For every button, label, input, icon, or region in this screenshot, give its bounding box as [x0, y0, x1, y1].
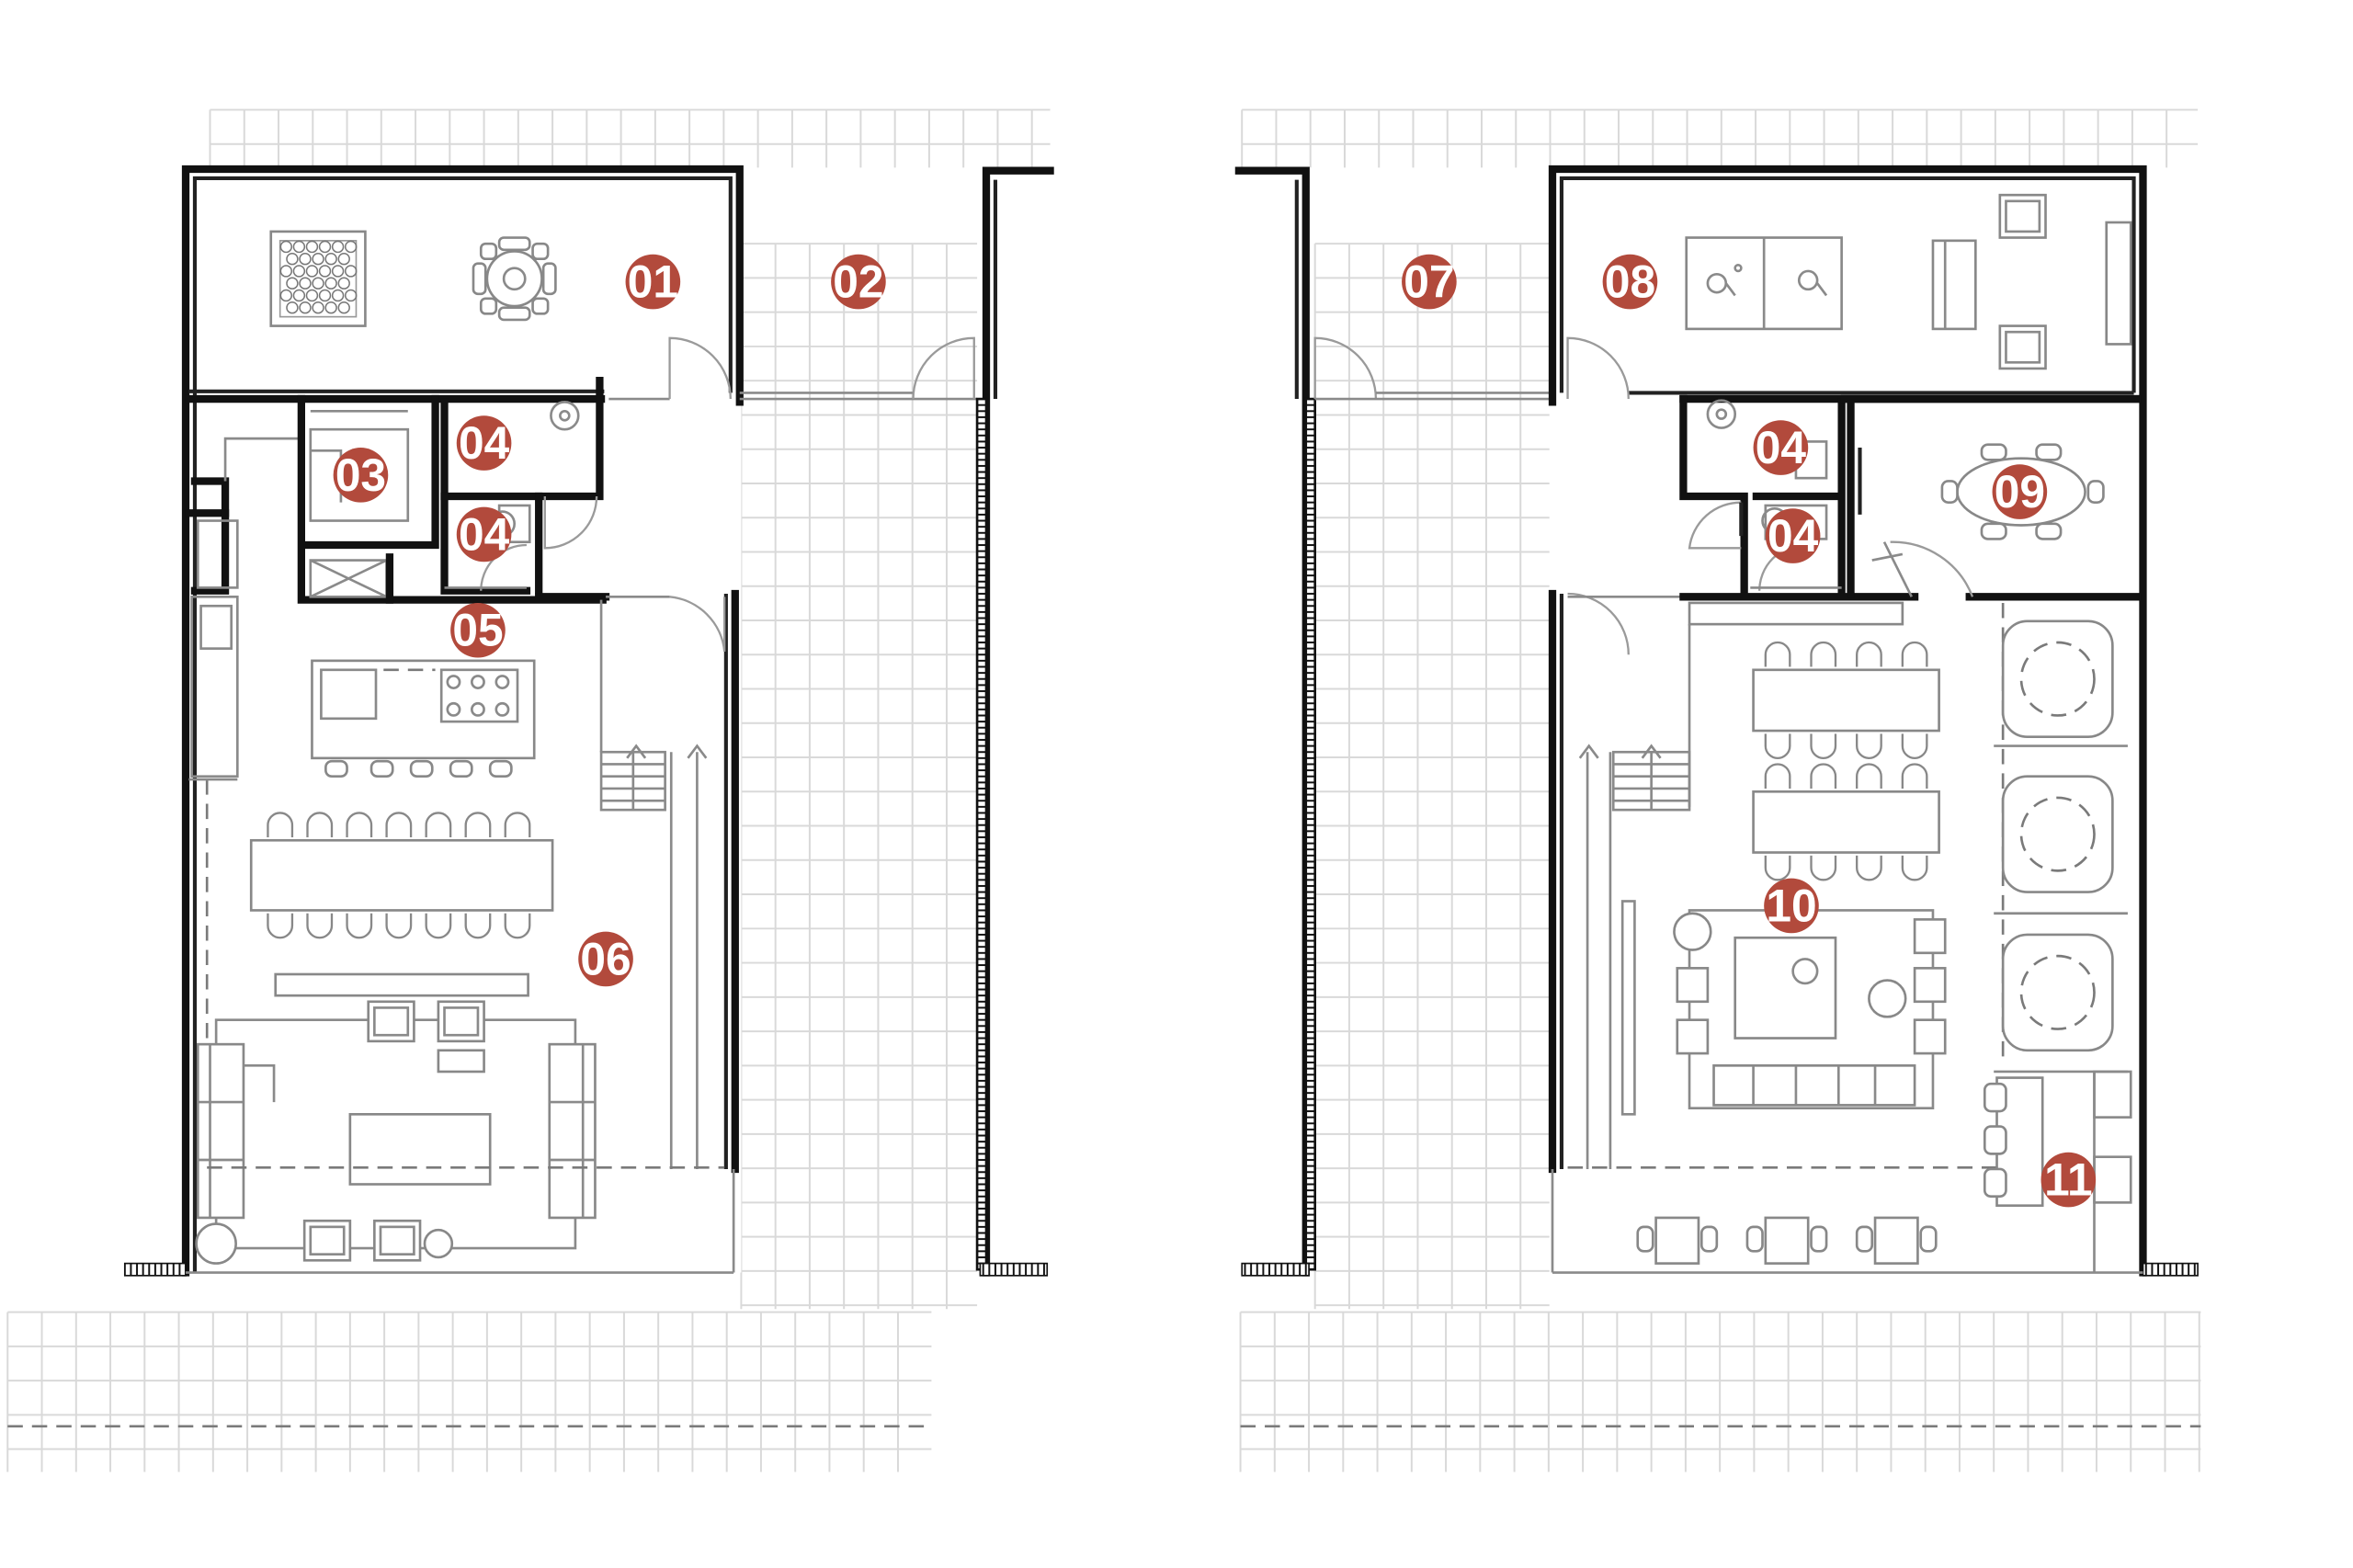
right-floor-plan — [1234, 165, 2199, 1277]
site-grid — [6, 108, 2201, 1472]
room-03-walls — [297, 394, 607, 604]
room-marker-11: 11 — [2040, 1152, 2097, 1208]
counter-icon — [1688, 601, 1904, 626]
room-marker-03: 03 — [333, 448, 389, 503]
staircase-right-icon — [1578, 744, 1691, 1169]
right-outer-wall — [1548, 165, 2147, 1277]
lounge-area-icon — [1567, 909, 1997, 1169]
room-marker-02-label: 02 — [833, 256, 883, 308]
room-marker-11-label: 11 — [2044, 1154, 2093, 1206]
rug-pattern — [279, 240, 358, 314]
ping-pong-table-icon — [1685, 236, 1843, 331]
room-marker-06: 06 — [578, 931, 633, 987]
room-marker-04-upper-right: 04 — [1753, 420, 1809, 475]
cafe-tables-icon — [1636, 1216, 1938, 1265]
room-marker-06-label: 06 — [580, 933, 631, 984]
room-marker-04d-label: 04 — [1768, 510, 1819, 562]
dining-tables-icon — [1752, 641, 1940, 881]
rug-icon — [269, 230, 367, 327]
living-area-icon — [195, 972, 725, 1265]
room-marker-01: 01 — [625, 254, 681, 310]
room-marker-04-lower-right: 04 — [1765, 508, 1821, 563]
booth-seating-icon — [1994, 602, 2128, 1074]
room-marker-07-label: 07 — [1404, 256, 1454, 308]
room-marker-04c-label: 04 — [1756, 422, 1807, 473]
room-markers: 01 02 03 04 04 05 06 07 08 04 04 09 10 1… — [333, 254, 2097, 1208]
staircase-icon — [599, 599, 708, 1169]
room-marker-09: 09 — [1992, 464, 2048, 519]
room-marker-04a-label: 04 — [459, 417, 510, 469]
left-outer-wall — [181, 165, 744, 1277]
room-marker-10-label: 10 — [1766, 880, 1816, 931]
room-marker-02: 02 — [831, 254, 886, 310]
round-table-icon — [472, 236, 557, 322]
dining-table-icon — [249, 812, 554, 939]
room-marker-04-upper-left: 04 — [456, 415, 512, 471]
left-floor-plan — [123, 165, 1054, 1277]
room-marker-07: 07 — [1402, 254, 1457, 310]
left-adjacent-hatched-wall — [975, 397, 988, 1271]
room-marker-03-label: 03 — [335, 449, 386, 501]
room-04-right-walls — [1679, 394, 1919, 601]
room-marker-08: 08 — [1602, 254, 1658, 310]
lounge-seating-icon — [1931, 193, 2132, 370]
room-marker-09-label: 09 — [1995, 466, 2045, 517]
room-marker-10: 10 — [1764, 878, 1819, 934]
room-marker-04-lower-left: 04 — [456, 506, 512, 562]
room-marker-04b-label: 04 — [459, 508, 510, 560]
room-marker-05-label: 05 — [452, 605, 503, 656]
room-marker-08-label: 08 — [1605, 256, 1655, 308]
room-marker-01-label: 01 — [628, 256, 678, 308]
kitchen-island-icon — [311, 659, 536, 778]
room-marker-05: 05 — [450, 602, 506, 658]
